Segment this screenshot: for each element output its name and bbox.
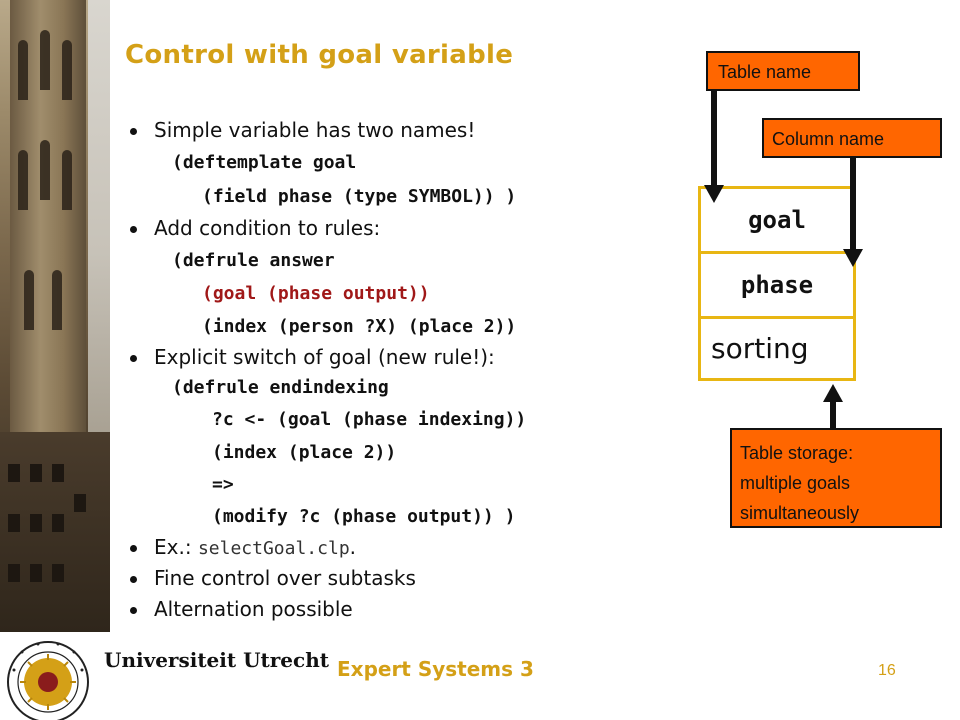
university-name: Universiteit Utrecht xyxy=(104,648,329,672)
code-line: (deftemplate goal xyxy=(172,152,357,173)
table-name-label: Table name xyxy=(718,62,812,82)
bullet-dot xyxy=(130,576,137,583)
code-line: ?c <- (goal (phase indexing)) xyxy=(212,409,527,430)
table-cell-sorting: sorting xyxy=(698,316,856,381)
code-line: (index (place 2)) xyxy=(212,442,397,463)
example-suffix: . xyxy=(349,535,357,559)
slide-title: Control with goal variable xyxy=(125,40,514,70)
table-storage-arrow-head xyxy=(823,384,843,402)
column-name-callout: Column name xyxy=(762,118,942,158)
bullet-dot xyxy=(130,545,137,552)
table-cell-goal: goal xyxy=(698,186,856,251)
table-storage-callout: Table storage: multiple goals simultaneo… xyxy=(730,428,942,528)
cathedral-photo xyxy=(0,0,110,632)
column-name-arrow-shaft xyxy=(850,158,856,251)
code-line: => xyxy=(212,474,234,495)
university-seal-logo xyxy=(7,641,89,720)
code-line: (defrule answer xyxy=(172,250,335,271)
bullet-dot xyxy=(130,128,137,135)
page-number: 16 xyxy=(878,662,896,679)
code-line: (modify ?c (phase output)) ) xyxy=(212,506,516,527)
table-storage-line: simultaneously xyxy=(740,503,860,523)
table-name-callout: Table name xyxy=(706,51,860,91)
table-storage-arrow-shaft xyxy=(830,402,836,429)
code-line-highlight: (goal (phase output)) xyxy=(202,283,430,304)
bullet-dot xyxy=(130,355,137,362)
table-name-arrow-head xyxy=(704,185,724,203)
table-name-arrow-shaft xyxy=(711,91,717,187)
example-prefix: Ex.: xyxy=(154,535,198,559)
table-storage-line: Table storage: xyxy=(740,443,854,463)
code-line: (index (person ?X) (place 2)) xyxy=(202,316,517,337)
code-line: (field phase (type SYMBOL)) ) xyxy=(202,186,517,207)
example-filename: selectGoal.clp xyxy=(197,538,350,559)
code-line: (defrule endindexing xyxy=(172,377,389,398)
footer-course: Expert Systems 3 xyxy=(337,657,534,681)
bullet-dot xyxy=(130,226,137,233)
column-name-arrow-head xyxy=(843,249,863,267)
table-storage-line: multiple goals xyxy=(740,473,851,493)
table-cell-phase: phase xyxy=(698,251,856,316)
bullet-dot xyxy=(130,607,137,614)
column-name-label: Column name xyxy=(772,129,885,149)
